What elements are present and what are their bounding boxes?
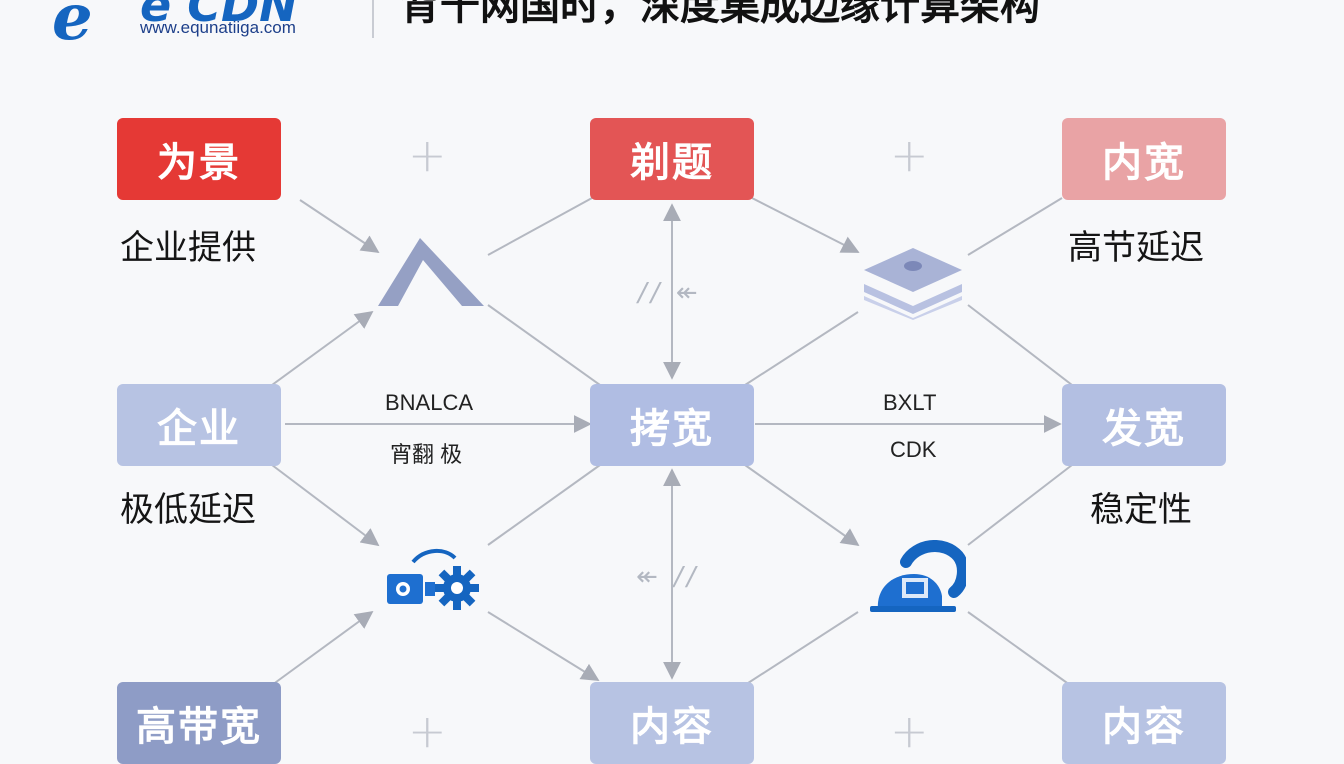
- node-n8[interactable]: 发宽: [1062, 384, 1226, 466]
- edge-label-right-bottom: CDK: [890, 437, 937, 462]
- camera-gear-icon: [387, 549, 479, 610]
- edge-label-left-top: BNALCA: [385, 390, 474, 415]
- slash-marks-top: // ↞: [638, 278, 702, 308]
- logo-brand: e CDN: [140, 0, 298, 32]
- edge-label-right-top: BXLT: [883, 390, 937, 415]
- header: e e CDN www.equnatiiga.com 背千网国时，深度集成边缘计…: [0, 0, 1344, 70]
- edge-n6-to-icon4: [744, 611, 859, 686]
- logo-url: www.equnatiiga.com: [140, 18, 296, 37]
- node-n1[interactable]: 为景: [117, 118, 281, 200]
- edge-n5-to-icon4: [744, 464, 860, 547]
- edge-icon2-to-n8: [967, 304, 1073, 386]
- header-divider: [372, 0, 374, 38]
- node-n2[interactable]: 企业: [117, 384, 281, 466]
- edge-n2-to-icon1: [271, 310, 374, 386]
- edge-n2-to-icon3: [271, 464, 380, 547]
- caption-c2: 极低延迟: [120, 490, 256, 530]
- edge-icon1-to-n4: [487, 197, 593, 256]
- logo-mark: e: [52, 0, 93, 55]
- edge-icon4-to-n9: [967, 611, 1071, 686]
- node-n4[interactable]: 剃题: [590, 118, 754, 200]
- caption-c3: 高节延迟: [1068, 228, 1204, 268]
- caption-c1: 企业提供: [120, 228, 256, 268]
- page-title: 背千网国时，深度集成边缘计算架构: [400, 0, 1040, 29]
- plus-bottom-left: +: [408, 704, 447, 758]
- plus-top-left: +: [408, 128, 447, 182]
- node-n9[interactable]: 内容: [1062, 682, 1226, 764]
- mountain-peak-icon: [378, 238, 484, 306]
- edge-n4-to-icon2: [751, 197, 860, 253]
- slash-marks-bottom: ↞ //: [636, 562, 700, 592]
- edge-icon4-to-n8: [967, 464, 1073, 546]
- node-n7[interactable]: 内宽: [1062, 118, 1226, 200]
- edge-icon1-to-n5: [487, 304, 601, 386]
- node-n3[interactable]: 高带宽: [117, 682, 281, 764]
- layers-stack-icon: [864, 248, 962, 320]
- edge-icon2-to-n7: [967, 197, 1063, 256]
- edge-n5-to-icon2: [744, 311, 859, 386]
- plus-bottom-right: +: [890, 704, 929, 758]
- edge-n3-to-icon3: [271, 610, 374, 686]
- node-n5[interactable]: 拷宽: [590, 384, 754, 466]
- plus-top-right: +: [890, 128, 929, 182]
- node-n6[interactable]: 内容: [590, 682, 754, 764]
- edge-icon3-to-n6: [487, 611, 600, 681]
- edge-c1-to-icon1: [299, 199, 380, 253]
- edge-icon3-to-n5: [487, 464, 601, 546]
- edge-label-left-bottom: 宵翻 极: [390, 442, 463, 467]
- caption-c4: 稳定性: [1090, 490, 1192, 530]
- satellite-dish-icon: [870, 540, 966, 612]
